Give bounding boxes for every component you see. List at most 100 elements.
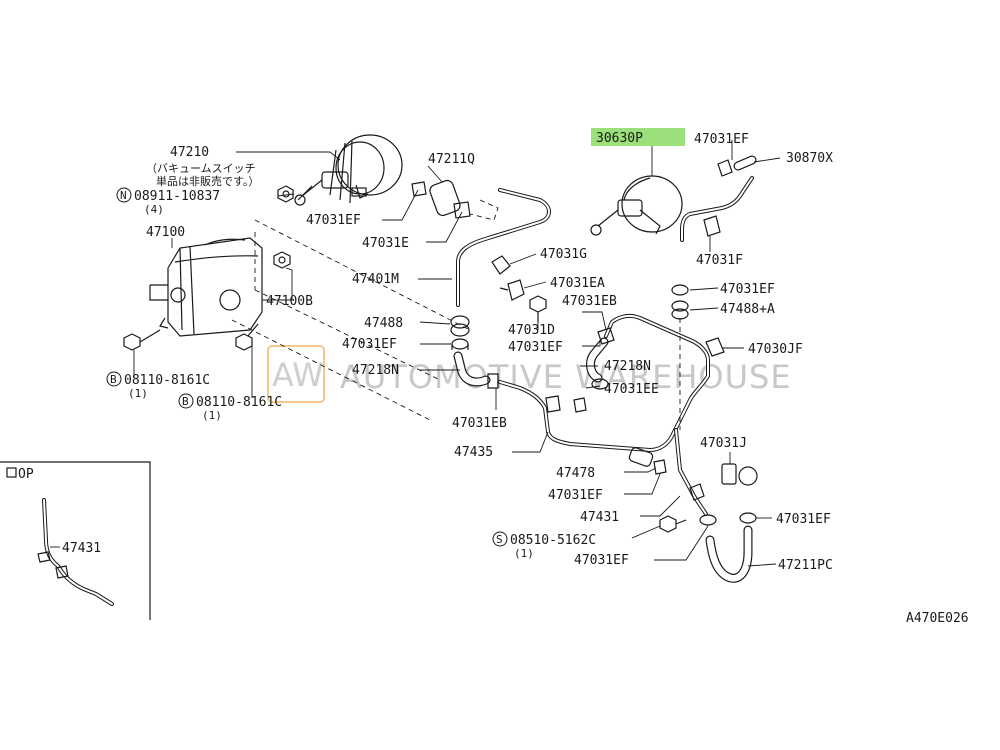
label-47218N-b: 47218N (604, 359, 651, 374)
highlight-30630P (591, 128, 685, 146)
label-47031EA: 47031EA (550, 276, 605, 291)
clamp-47031EF-h (699, 514, 717, 526)
watermark-logo: AW (272, 356, 324, 394)
clip-47031G (491, 255, 511, 275)
nut-08911 (277, 185, 294, 203)
watermark-text: AUTOMOTIVE WAREHOUSE (340, 358, 792, 396)
label-47030JF: 47030JF (748, 342, 803, 357)
hose-47211PC (705, 525, 753, 583)
clamp-47031EF-e (591, 378, 609, 390)
bracket-47031J (721, 463, 758, 486)
label-47031EF-e: 47031EF (508, 340, 563, 355)
label-47210-note-1: （バキュームスイッチ (146, 162, 256, 175)
label-08110-a-qty: (1) (128, 387, 148, 400)
label-47210-note-2: 単品は非販売です。） (156, 174, 259, 188)
nut-47100B (273, 251, 291, 269)
bolt-08110-b (235, 323, 259, 351)
label-08911-qty: (4) (144, 203, 164, 216)
label-08911: 08911-10837 (134, 189, 220, 204)
ref-line-5 (469, 199, 499, 221)
figure-code: A470E026 (906, 611, 969, 626)
clip-47030JF (705, 337, 725, 357)
bolt-08110-a (123, 329, 161, 351)
label-47211PC: 47211PC (778, 558, 833, 573)
grommet-47488A (671, 300, 689, 320)
label-47211Q: 47211Q (428, 152, 475, 167)
label-47488A: 47488+A (720, 302, 775, 317)
label-08110-a: 08110-8161C (124, 373, 210, 388)
option-box-label: OP (18, 467, 34, 482)
label-47031EF-d: 47031EF (720, 282, 775, 297)
circle-mark-b-b (178, 393, 194, 409)
label-47031EF-c: 47031EF (694, 132, 749, 147)
label-47031EF-f: 47031EF (548, 488, 603, 503)
hose-47211Q (411, 179, 471, 219)
ref-line-1 (254, 219, 471, 331)
label-47031G: 47031G (540, 247, 587, 262)
circle-mark-b-a-letter: B (110, 373, 117, 386)
label-08110-b-qty: (1) (202, 409, 222, 422)
circle-mark-b-b-letter: B (182, 395, 189, 408)
label-47218N-a: 47218N (352, 363, 399, 378)
hose-47478 (628, 447, 667, 475)
clamp-47031EF-d (671, 284, 689, 296)
circle-mark-s (492, 531, 508, 547)
pipe-47431 (674, 428, 708, 516)
label-47031EF-h: 47031EF (574, 553, 629, 568)
watermark-logo-frame (267, 345, 325, 403)
label-47031EF-b: 47031EF (342, 337, 397, 352)
vacuum-tank-47100 (149, 237, 263, 337)
clip-47031EE-center (545, 395, 561, 413)
label-47210: 47210 (170, 145, 209, 160)
hose-30870X (680, 155, 757, 242)
clamp-47031EF-c (717, 159, 733, 177)
label-47031J: 47031J (700, 436, 747, 451)
clip-47031EE (573, 397, 587, 413)
label-47478: 47478 (556, 466, 595, 481)
label-47431: 47431 (580, 510, 619, 525)
watermark: AW AUTOMOTIVE WAREHOUSE (267, 345, 792, 403)
label-08510-qty: (1) (514, 547, 534, 560)
label-47031E: 47031E (362, 236, 409, 251)
brake-booster-upper (294, 134, 403, 206)
leader-lines (133, 140, 781, 567)
label-47031EE: 47031EE (604, 382, 659, 397)
label-47401M: 47401M (352, 272, 399, 287)
clamp-47031EB-a (487, 373, 499, 389)
label-30870X: 30870X (786, 151, 833, 166)
labels: 47210 （バキュームスイッチ 単品は非販売です。） N 08911-1083… (106, 131, 969, 626)
label-47435: 47435 (454, 445, 493, 460)
clamp-47031EF-g (739, 512, 757, 524)
label-47031EB-b: 47031EB (452, 416, 507, 431)
clip-47031EA (499, 279, 525, 301)
label-47431-option: 47431 (62, 541, 101, 556)
label-08110-b: 08110-8161C (196, 395, 282, 410)
clip-47031F (703, 215, 721, 237)
label-47031EF-g: 47031EF (776, 512, 831, 527)
pipe-47435 (498, 313, 710, 452)
circle-mark-s-letter: S (496, 533, 503, 546)
label-47031EB-a: 47031EB (562, 294, 617, 309)
circle-mark-n (116, 187, 132, 203)
bolt-47031D (529, 295, 547, 322)
bolt-08510 (659, 515, 687, 533)
brake-booster-30630P (590, 175, 683, 236)
pipe-47401M (456, 188, 551, 307)
label-47488: 47488 (364, 316, 403, 331)
label-47031F: 47031F (696, 253, 743, 268)
label-08510: 08510-5162C (510, 533, 596, 548)
label-30630P: 30630P (596, 131, 643, 146)
label-47100: 47100 (146, 225, 185, 240)
ref-line-4 (231, 319, 431, 421)
ref-line-3 (254, 289, 441, 381)
circle-mark-b-a (106, 371, 122, 387)
hose-47218N-left (453, 351, 491, 387)
grommet-47488 (450, 315, 470, 337)
label-47031EF-a: 47031EF (306, 213, 361, 228)
label-47031D: 47031D (508, 323, 555, 338)
label-47100B: 47100B (266, 294, 313, 309)
circle-mark-n-letter: N (120, 189, 127, 202)
clip-47431 (689, 483, 705, 501)
option-box: OP 47431 (0, 461, 151, 620)
